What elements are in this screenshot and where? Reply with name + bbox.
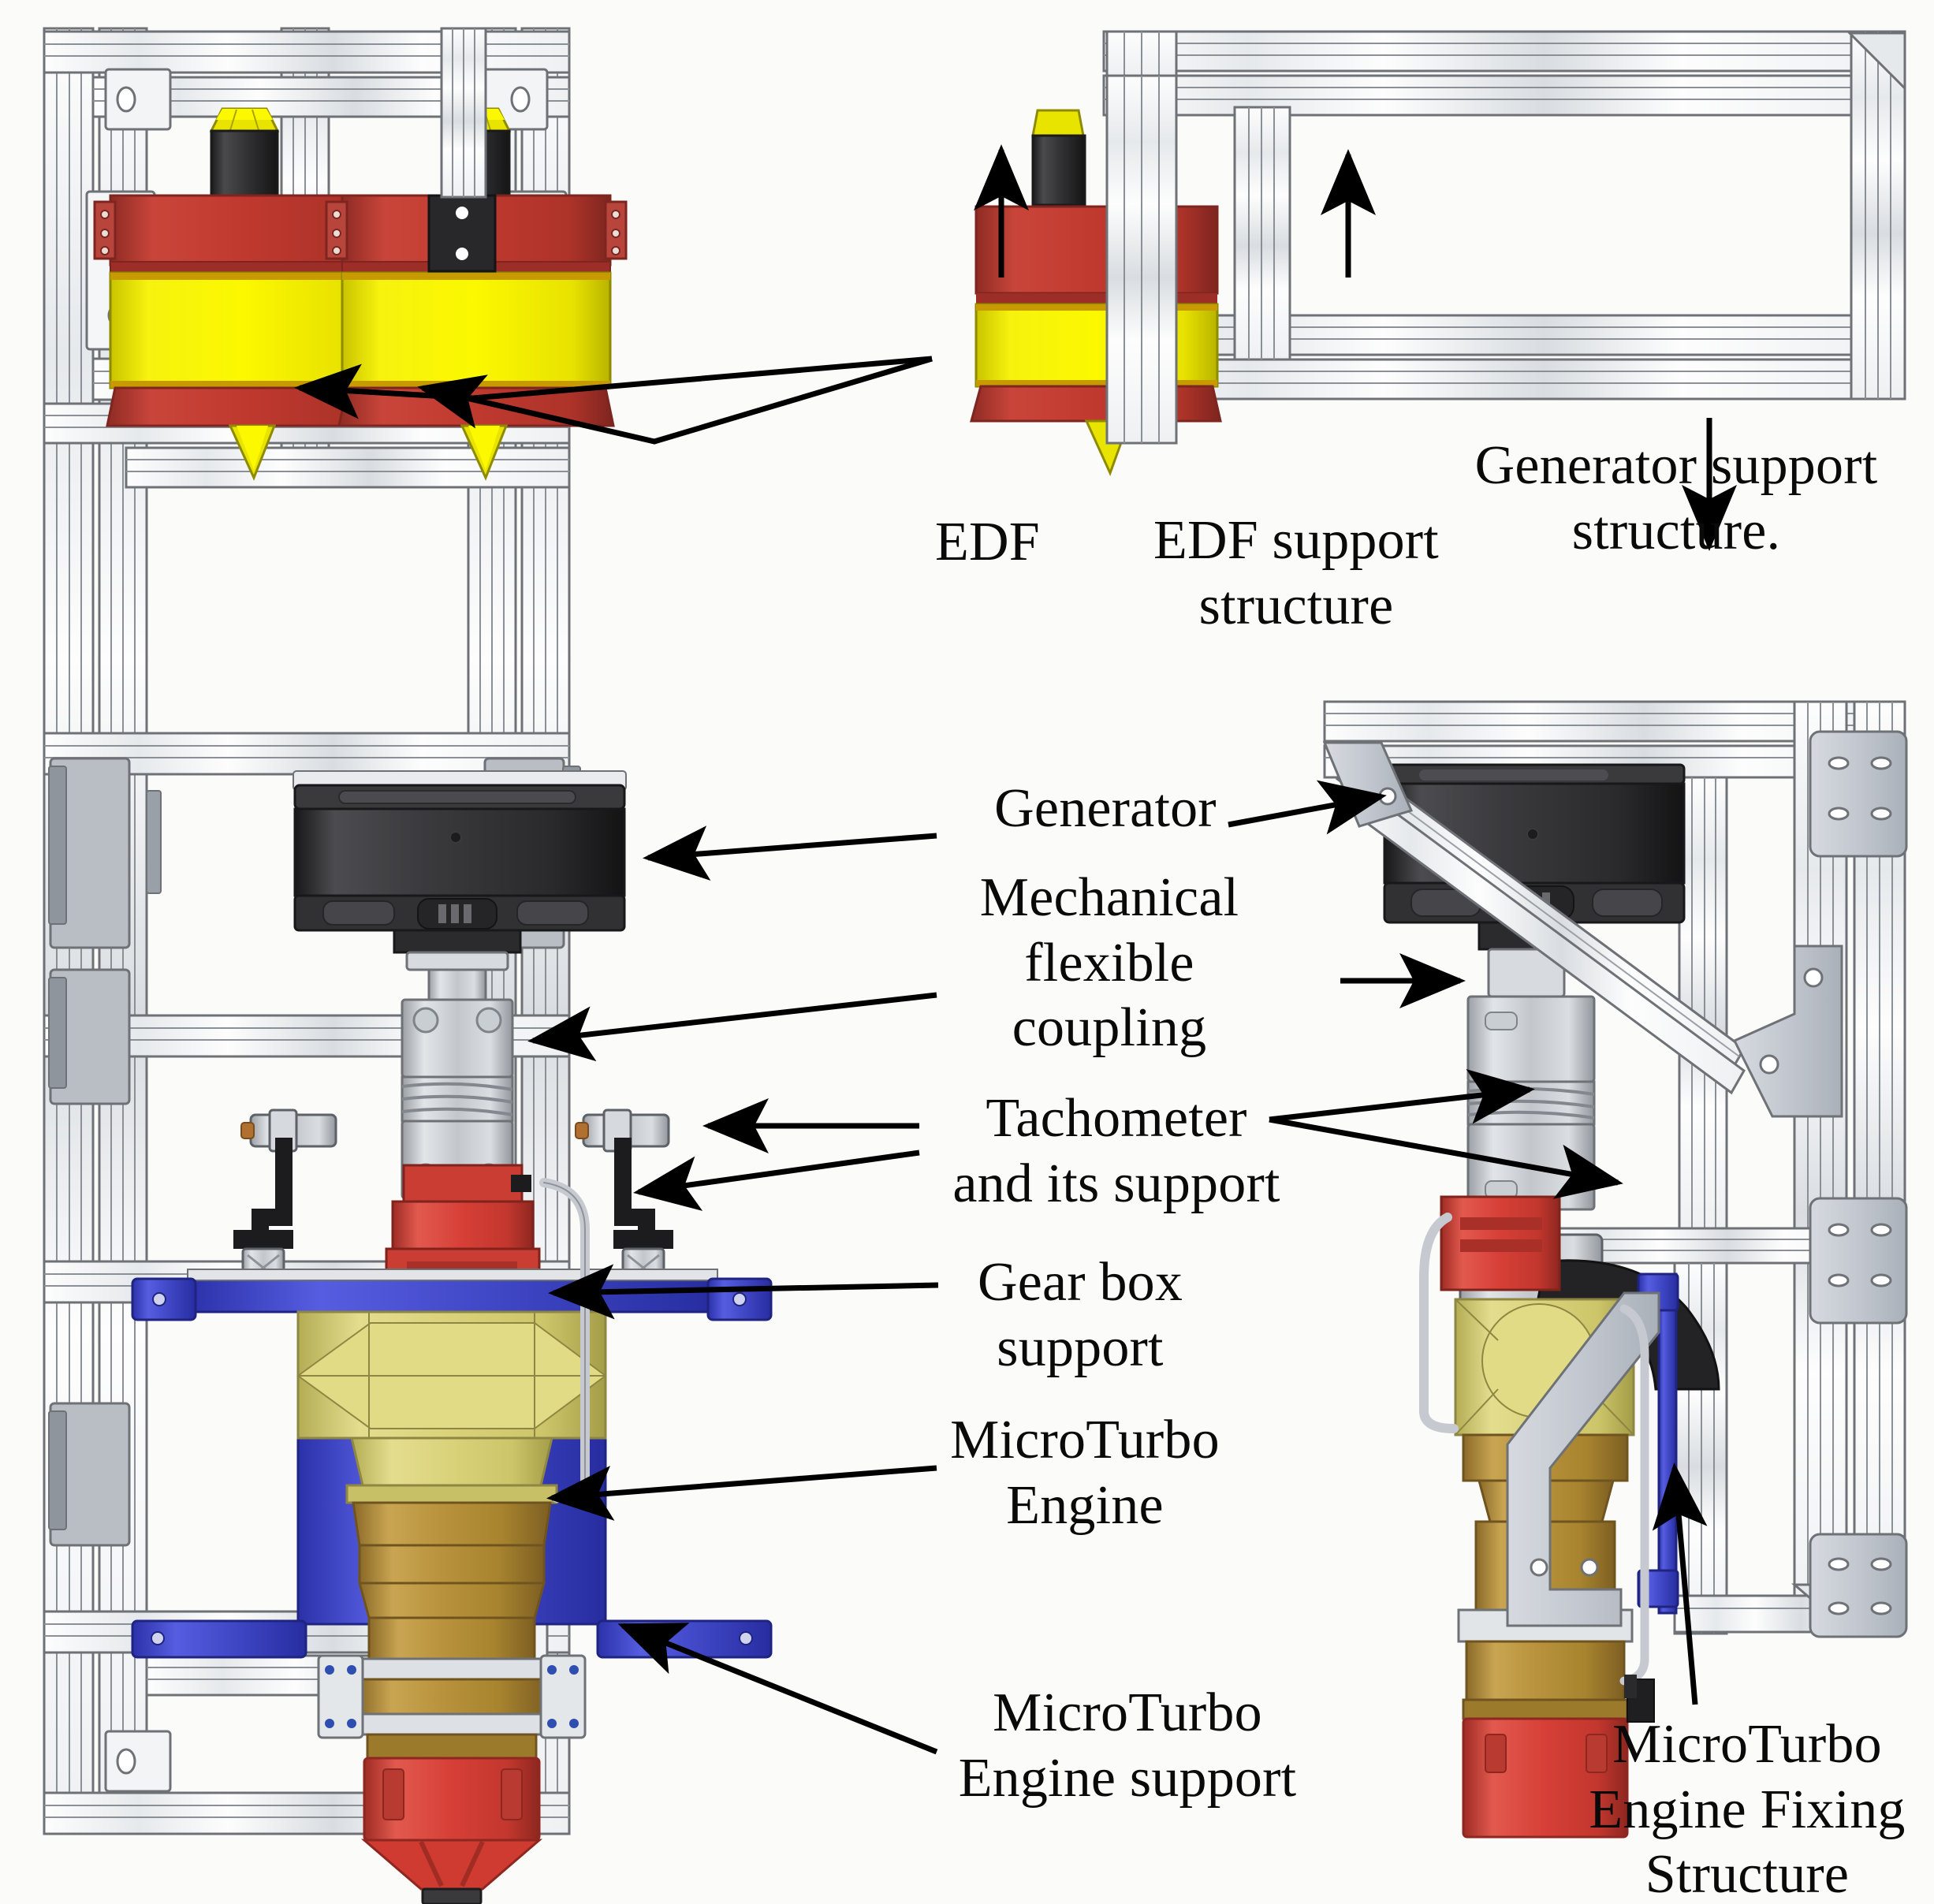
edf-unit-right	[325, 107, 628, 481]
label-microturbo-engine-fixing-structure: MicroTurbo Engine Fixing Structure	[1589, 1714, 1906, 1904]
label-mechanical-flexible-coupling: Mechanical flexible coupling	[979, 867, 1239, 1059]
label-tachometer-and-its-support: Tachometer and its support	[952, 1088, 1280, 1214]
tachometer-right	[575, 1108, 673, 1285]
mounting-plate	[1809, 730, 1908, 858]
corner-gusset-plate	[481, 68, 549, 131]
rail-slide-block	[48, 757, 162, 949]
flexible-coupling-front	[401, 968, 514, 1227]
label-gear-box-support: Gear box support	[977, 1252, 1183, 1378]
edf-unit-left	[93, 107, 396, 481]
label-edf-support-structure: EDF support structure	[1153, 510, 1439, 636]
engine-assembly-front	[131, 1164, 773, 1904]
side-mount-plate	[497, 190, 568, 351]
tachometer-left	[233, 1108, 337, 1285]
rail-slide-block	[48, 968, 131, 1105]
generator-front	[293, 770, 627, 971]
mounting-plate	[1809, 1197, 1908, 1325]
tachometer-side	[1459, 1233, 1720, 1391]
corner-gusset-plate	[481, 1619, 549, 1682]
rail-slide-block	[483, 757, 581, 949]
generator-side	[1383, 763, 1686, 998]
label-microturbo-engine: MicroTurbo Engine	[950, 1410, 1220, 1536]
rail-slide-block	[48, 1402, 131, 1547]
front-view-frame	[43, 27, 581, 1835]
corner-gusset-plate	[104, 68, 172, 131]
corner-gusset-plate	[104, 1730, 172, 1793]
label-microturbo-engine-support: MicroTurbo Engine support	[958, 1682, 1297, 1809]
label-edf: EDF	[935, 512, 1040, 572]
flexible-coupling-side	[1466, 995, 1596, 1236]
label-generator: Generator	[994, 778, 1217, 839]
edf-unit-side	[970, 109, 1222, 476]
mounting-plate	[1809, 1533, 1908, 1638]
generator-support-struts	[1322, 741, 1843, 1118]
side-mount-plate	[85, 190, 156, 351]
edf-junction-plate	[427, 194, 497, 273]
label-generator-support-structure: Generator support structure.	[1474, 435, 1878, 561]
